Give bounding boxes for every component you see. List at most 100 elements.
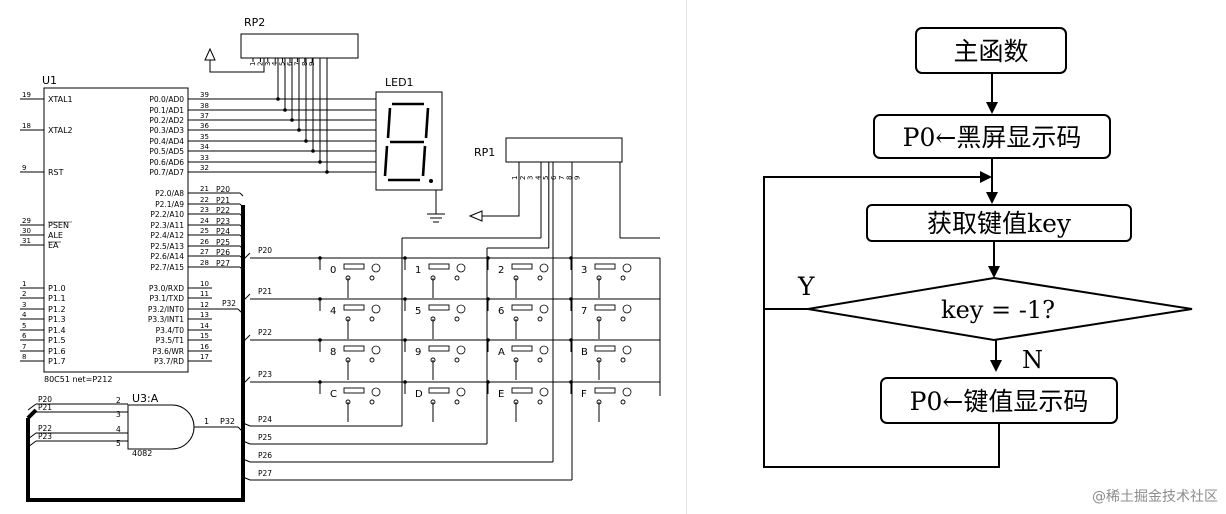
key-number-circle (539, 263, 549, 273)
key-E: E (486, 380, 549, 422)
u1-pin-num-27: 27 (200, 248, 209, 256)
u1-pin-num-2: 2 (22, 290, 26, 298)
key-switch-body (511, 304, 533, 311)
u1-pin-num-25: 25 (200, 227, 209, 235)
vcc-arrow-icon-rp1 (468, 210, 483, 222)
u1-pin-num-30: 30 (22, 227, 31, 235)
p2-net-label-P22: P22 (216, 206, 230, 215)
u1-pin-num-28: 28 (200, 259, 209, 267)
u1-pin-num-24: 24 (200, 217, 209, 225)
row-net-label-P23: P23 (258, 370, 272, 379)
u3-input-net-P21: P21 (38, 403, 52, 412)
u1-pin-num-26: 26 (200, 238, 209, 246)
key-number-circle (456, 345, 466, 355)
junction-dot (318, 297, 322, 301)
u1-pin-name-1: P1.0 (48, 284, 66, 293)
u1-pin-name-32: P0.7/AD7 (149, 168, 184, 177)
row-net-label-P22: P22 (258, 328, 272, 337)
p2-bus-entry (239, 213, 244, 218)
rp2-pin-4: 4 (271, 61, 279, 66)
junction-dot (318, 256, 322, 260)
rp1-pin-1: 1 (511, 176, 519, 180)
u1-pin-num-19: 19 (22, 91, 31, 99)
key-switch-body (594, 304, 616, 311)
junction-dot (569, 256, 573, 260)
key-F: F (569, 380, 632, 422)
u1-pin-name-7: P1.6 (48, 347, 66, 356)
col-bus-entry (242, 440, 251, 445)
flow-step1-text: P0←黑屏显示码 (903, 123, 1082, 152)
flow-step2-box (866, 204, 1132, 242)
arrow-right-icon (980, 171, 992, 183)
key-label-6: 6 (498, 306, 504, 317)
key-label-0: 0 (330, 265, 336, 276)
u1-pin-name-33: P0.6/AD6 (149, 158, 184, 167)
u1-pin-num-14: 14 (200, 322, 209, 330)
key-contact (454, 399, 460, 405)
key-contact (537, 275, 543, 281)
key-switch-body (594, 387, 616, 394)
u1-pin-num-10: 10 (200, 280, 209, 288)
arrow-down-icon-3 (988, 266, 1000, 278)
key-contact (369, 357, 375, 363)
u1-pin-num-39: 39 (200, 91, 209, 99)
key-label-8: 8 (330, 347, 336, 358)
u1-pin-name-12: P3.2/INT0 (148, 305, 184, 314)
key-contact (369, 316, 375, 322)
rp2-pin-2: 2 (256, 62, 264, 66)
flow-start-text: 主函数 (953, 37, 1028, 66)
key-number-circle (456, 304, 466, 314)
junction-dot (297, 128, 301, 132)
rp2-pin-8: 8 (301, 62, 309, 66)
u3-part: 4082 (132, 449, 152, 458)
u1-pin-name-22: P2.1/A9 (155, 200, 184, 209)
u1-pin-num-6: 6 (22, 332, 27, 340)
junction-dot (318, 380, 322, 384)
u3-input-pin-2: 2 (116, 396, 121, 405)
rp1-body (505, 137, 623, 163)
u1-designator: U1 (42, 74, 57, 87)
rp1-pin-2: 2 (519, 176, 527, 180)
key-number-circle (622, 387, 632, 397)
junction-dot (486, 380, 490, 384)
u3-bus-entry (27, 432, 37, 440)
u3-output-net: P32 (220, 417, 235, 426)
loop-bottom-line (763, 309, 1000, 468)
key-8: 8 (318, 338, 381, 380)
row-bus-entry (242, 376, 251, 385)
u1-pin-num-8: 8 (22, 353, 26, 361)
p2-bus-entry (239, 245, 244, 250)
u1-pin-name-29: PSEN (48, 221, 69, 230)
u1-pin-name-25: P2.4/A12 (150, 231, 184, 240)
key-number-circle (456, 263, 466, 273)
junction-dot (403, 297, 407, 301)
flow-no-label: N (1022, 346, 1043, 374)
p2-net-label-P25: P25 (216, 238, 230, 247)
key-label-C: C (330, 389, 337, 400)
u1-pin-name-13: P3.3/INT1 (148, 315, 184, 324)
u3-output-pin: 1 (204, 417, 209, 426)
key-label-A: A (498, 347, 505, 358)
u1-pin-num-35: 35 (200, 133, 209, 141)
p2-bus-entry (239, 224, 244, 229)
u1-pin-name-28: P2.7/A15 (150, 263, 184, 272)
rp1-designator: RP1 (474, 146, 495, 159)
u1-p0-pins: 39P0.0/AD038P0.1/AD137P0.2/AD236P0.3/AD3… (149, 91, 212, 177)
u1-pin-num-4: 4 (22, 311, 27, 319)
junction-dot (486, 338, 490, 342)
u1-pin-num-17: 17 (200, 353, 209, 361)
key-number-circle (371, 345, 381, 355)
p2-bus-entry (239, 255, 244, 260)
loop-back-line (763, 176, 982, 310)
u1-pin-num-12: 12 (200, 301, 209, 309)
p32-net-label: P32 (222, 299, 236, 308)
u3-input-pin-4: 4 (116, 425, 121, 434)
vcc-arrow-icon (204, 47, 216, 61)
key-switch-body (428, 263, 450, 270)
u1-pin-num-9: 9 (22, 164, 26, 172)
junction-dot (318, 160, 322, 164)
key-contact (454, 275, 460, 281)
